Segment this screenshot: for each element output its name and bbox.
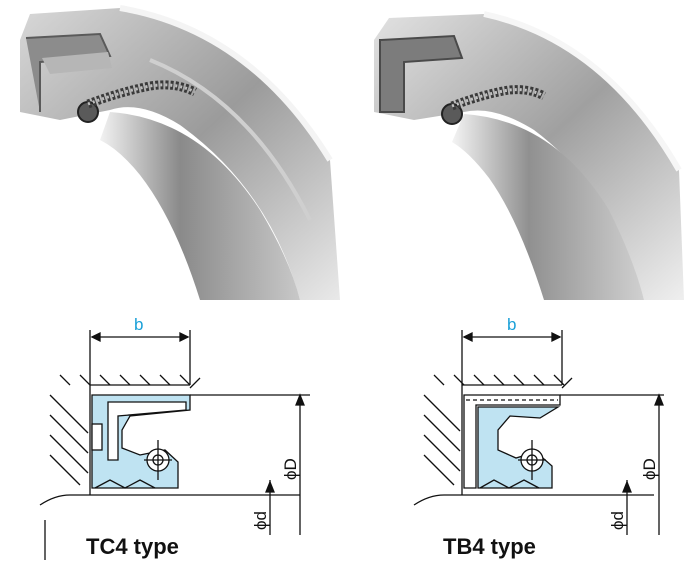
tb4-cross-section [413,330,664,535]
tc4-inner-diameter-label: ϕd [251,511,270,530]
tc4-cross-section [39,330,310,560]
tb4-panel: b ϕD ϕd TB4 type [344,0,689,566]
tb4-seal-figure: b ϕD ϕd [374,11,684,535]
tc4-garter-spring [77,80,198,123]
tc4-seal-figure: b ϕD ϕd [20,5,340,560]
tb4-inner-diameter-label: ϕd [608,511,627,530]
tb4-caption: TB4 type [443,534,536,559]
tc4-seal-photo [20,5,340,300]
tc4-caption: TC4 type [86,534,179,559]
tb4-outer-diameter-label: ϕD [640,458,659,480]
tb4-width-label: b [507,315,516,334]
tc4-outer-diameter-label: ϕD [281,458,300,480]
tb4-garter-spring [441,85,547,125]
tc4-panel: b ϕD ϕd TC4 type [0,0,344,566]
tb4-seal-photo [374,11,684,300]
tb4-seal-body [477,406,561,489]
tc4-width-label: b [134,315,143,334]
